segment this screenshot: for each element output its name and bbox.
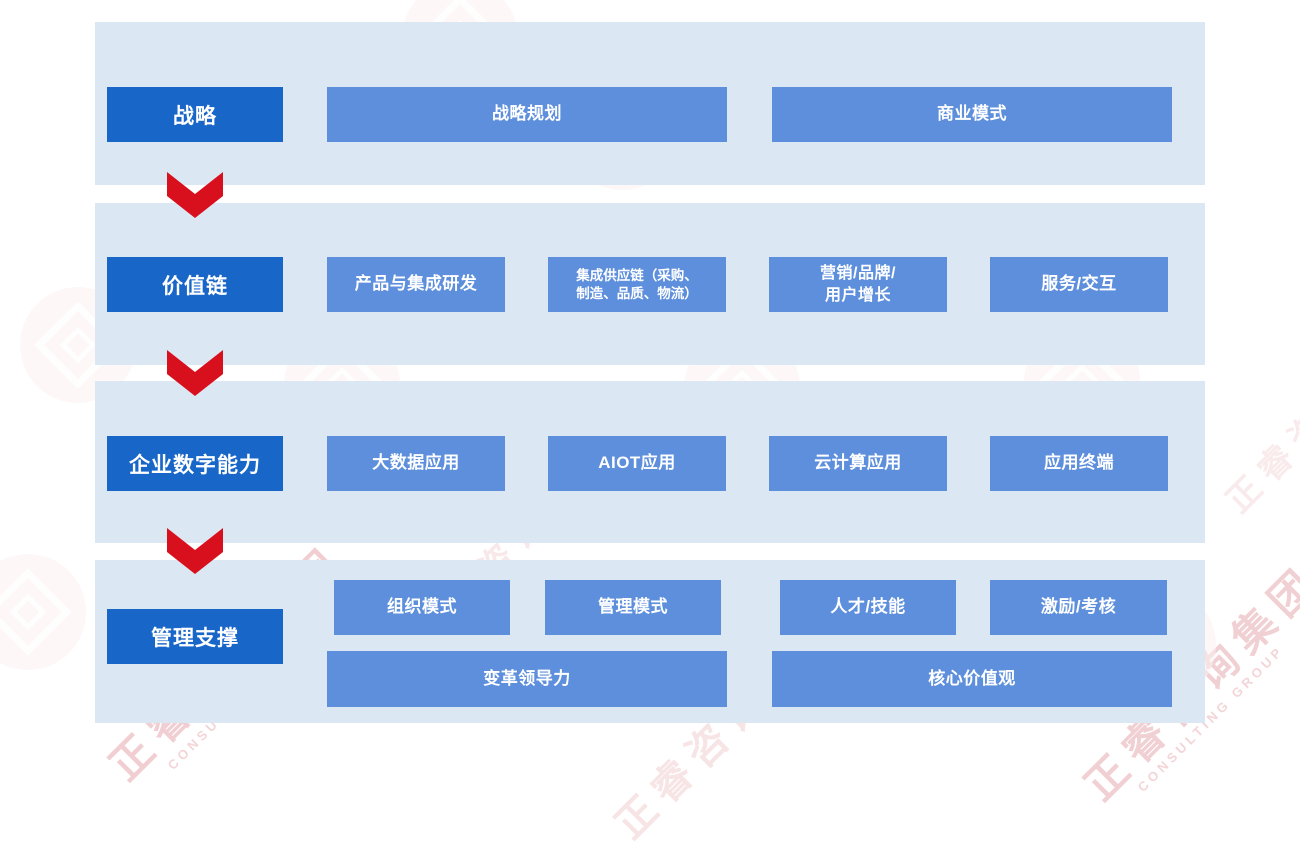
chevron-down-arrow-icon	[167, 172, 223, 218]
item-label-line1: 营销/品牌/	[820, 265, 896, 283]
item-application-terminal: 应用终端	[990, 436, 1168, 491]
item-label: 产品与集成研发	[354, 274, 478, 294]
row-label-digital-capability: 企业数字能力	[107, 436, 283, 491]
item-aiot: AIOT应用	[548, 436, 726, 491]
item-incentive-assessment: 激励/考核	[990, 580, 1167, 635]
row-label-strategy: 战略	[107, 87, 283, 142]
item-organization-model: 组织模式	[334, 580, 510, 635]
item-product-rd: 产品与集成研发	[327, 257, 505, 312]
item-strategic-planning: 战略规划	[327, 87, 727, 142]
item-supply-chain: 集成供应链（采购、 制造、品质、物流）	[548, 257, 726, 312]
item-business-model: 商业模式	[772, 87, 1172, 142]
item-label: 大数据应用	[372, 453, 460, 473]
item-management-model: 管理模式	[545, 580, 721, 635]
item-label: 应用终端	[1044, 453, 1114, 473]
row-label-management-support: 管理支撑	[107, 609, 283, 664]
item-label: 战略规划	[492, 104, 562, 124]
item-label: 激励/考核	[1040, 597, 1117, 617]
item-label: AIOT应用	[598, 453, 676, 473]
item-cloud-computing: 云计算应用	[769, 436, 947, 491]
item-change-leadership: 变革领导力	[327, 651, 727, 707]
item-service-interaction: 服务/交互	[990, 257, 1168, 312]
item-label: 组织模式	[387, 597, 457, 617]
item-label: 人才/技能	[830, 597, 906, 617]
row-label-value-chain: 价值链	[107, 257, 283, 312]
item-big-data: 大数据应用	[327, 436, 505, 491]
item-label: 核心价值观	[928, 668, 1016, 688]
item-label: 服务/交互	[1041, 274, 1117, 294]
item-core-values: 核心价值观	[772, 651, 1172, 707]
item-label: 商业模式	[937, 104, 1007, 124]
chevron-down-arrow-icon	[167, 528, 223, 574]
item-marketing-brand-growth: 营销/品牌/ 用户增长	[769, 257, 947, 312]
item-label-line2: 用户增长	[824, 286, 891, 304]
item-label: 管理模式	[598, 597, 668, 617]
item-label-line2: 制造、品质、物流）	[576, 285, 698, 301]
watermark-brand-text: 正睿咨询集团	[1219, 306, 1300, 521]
item-label: 变革领导力	[483, 668, 571, 688]
watermark-logo-badge-icon	[0, 554, 86, 670]
item-label: 云计算应用	[814, 453, 902, 473]
item-label-line1: 集成供应链（采购、	[576, 267, 698, 283]
item-talent-skills: 人才/技能	[780, 580, 956, 635]
chevron-down-arrow-icon	[167, 350, 223, 396]
